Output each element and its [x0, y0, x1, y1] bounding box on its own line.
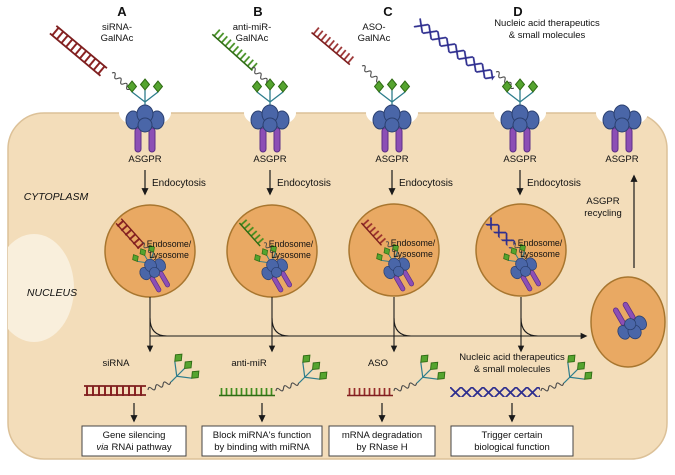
- endosome-d: Endosome/ Lysosome: [475, 203, 567, 297]
- outcome-b-line-1: Block miRNA's function: [213, 430, 311, 441]
- branch-curve-a: [149, 317, 168, 337]
- endosome-label-2: Lysosome: [149, 250, 189, 260]
- released-row: siRNA anti-miR ASO Nucleic acid therapeu…: [84, 349, 597, 397]
- nucleic-acid-helix: [413, 18, 497, 83]
- panel-b-letter: B: [253, 4, 262, 19]
- sirna-duplex-internal: [115, 218, 145, 250]
- asgpr-label: ASGPR: [253, 154, 286, 165]
- panel-c-conjugate-label-2: GalNAc: [358, 33, 391, 44]
- branch-curve-c: [393, 317, 412, 337]
- outcome-arrows: [130, 403, 516, 423]
- recycling-receptor-group: ASGPR ASGPR recycling: [584, 104, 666, 368]
- endocytosis-label: Endocytosis: [399, 178, 453, 189]
- endosome-label-1: Endosome/: [518, 238, 563, 248]
- outcome-box-a: [81, 425, 187, 457]
- endosome-c: Endosome/ Lysosome: [348, 203, 440, 297]
- linker-squiggle: [360, 63, 382, 85]
- aso-strand-released: [347, 388, 393, 397]
- aso-strand: [311, 26, 356, 66]
- nucleus-label: NUCLEUS: [27, 287, 77, 299]
- endosome-label-1: Endosome/: [269, 239, 314, 249]
- released-label-nucleic-2: & small molecules: [474, 364, 551, 375]
- helix-internal: [484, 217, 517, 249]
- endosome-label-1: Endosome/: [147, 239, 192, 249]
- panel-d-top: D Nucleic acid therapeutics & small mole…: [413, 4, 600, 196]
- endosome-b: Endosome/ Lysosome: [226, 204, 318, 298]
- released-label-nucleic-1: Nucleic acid therapeutics: [459, 352, 565, 363]
- helix-released: [450, 387, 540, 397]
- asgpr-label: ASGPR: [375, 154, 408, 165]
- released-label-antimir: anti-miR: [231, 358, 267, 369]
- outcome-b-line-2: by binding with miRNA: [214, 442, 310, 453]
- antimir-strand-released: [219, 388, 275, 397]
- panel-d-letter: D: [513, 4, 522, 19]
- antimir-strand: [211, 27, 259, 72]
- panel-b-conjugate-label-2: GalNAc: [236, 33, 269, 44]
- endosome-label-2: Lysosome: [271, 250, 311, 260]
- branch-curve-d: [520, 317, 539, 337]
- outcome-d-line-2: biological function: [474, 442, 550, 453]
- panel-a-letter: A: [117, 4, 127, 19]
- asgpr-recycling-label-1: ASGPR: [586, 196, 619, 207]
- cytoplasm-label: CYTOPLASM: [24, 191, 89, 203]
- outcome-c-line-1: mRNA degradation: [342, 430, 422, 441]
- asgpr-recycling-label-2: recycling: [584, 208, 622, 219]
- antimir-strand-internal: [238, 218, 266, 247]
- panel-b-top: B anti-miR- GalNAc ASGPR Endocytosis: [211, 4, 331, 196]
- endocytosis-label: Endocytosis: [152, 178, 206, 189]
- release-pathway: [146, 297, 588, 353]
- aso-strand-internal: [360, 218, 388, 246]
- panel-c-letter: C: [383, 4, 393, 19]
- sirna-duplex-released: [84, 385, 146, 396]
- released-label-sirna: siRNA: [103, 358, 131, 369]
- panel-a-conjugate-label-1: siRNA-: [102, 22, 132, 33]
- outcome-box-c: [328, 425, 436, 457]
- endosome-label-2: Lysosome: [393, 249, 433, 259]
- branch-curve-b: [271, 317, 290, 337]
- endosome-a: Endosome/ Lysosome: [104, 204, 196, 298]
- panel-a-top: A siRNA- GalNAc ASGPR Endocytosis: [49, 4, 206, 196]
- endosome-label-1: Endosome/: [391, 238, 436, 248]
- endocytosis-label: Endocytosis: [277, 178, 331, 189]
- sirna-duplex: [49, 25, 108, 77]
- endosome-label-2: Lysosome: [520, 249, 560, 259]
- endocytosis-label: Endocytosis: [527, 178, 581, 189]
- outcome-d-line-1: Trigger certain: [482, 430, 543, 441]
- outcome-box-b: [201, 425, 323, 457]
- panel-d-conjugate-label-1: Nucleic acid therapeutics: [494, 18, 600, 29]
- outcome-c-line-2: by RNase H: [356, 442, 407, 453]
- panel-c-conjugate-label-1: ASO-: [362, 22, 385, 33]
- asgpr-label: ASGPR: [503, 154, 536, 165]
- nucleus-shape: [8, 234, 74, 342]
- outcome-box-d: [450, 425, 574, 457]
- asgpr-label: ASGPR: [605, 154, 638, 165]
- panel-d-conjugate-label-2: & small molecules: [509, 30, 586, 41]
- panel-c-top: C ASO- GalNAc ASGPR Endocytosis: [311, 4, 453, 196]
- released-label-aso: ASO: [368, 358, 388, 369]
- panel-b-conjugate-label-1: anti-miR-: [233, 22, 272, 33]
- cell-body: [7, 112, 668, 460]
- outcome-a-line-1: Gene silencing: [103, 430, 166, 441]
- panel-a-conjugate-label-2: GalNAc: [101, 33, 134, 44]
- asgpr-label: ASGPR: [128, 154, 161, 165]
